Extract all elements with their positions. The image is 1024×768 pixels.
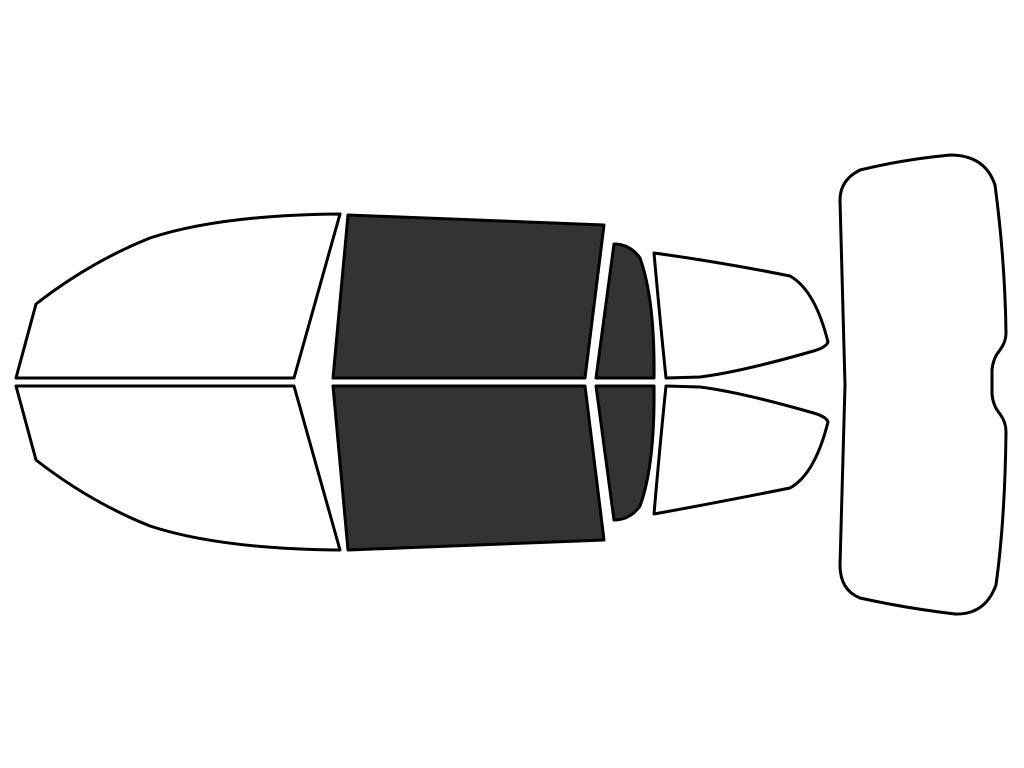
rear-quarter-window-left[interactable] bbox=[652, 251, 830, 380]
front-windshield-left-half[interactable] bbox=[14, 212, 342, 380]
rear-door-window-right[interactable] bbox=[594, 384, 656, 522]
rear-quarter-window-right[interactable] bbox=[652, 384, 830, 516]
rear-window[interactable] bbox=[838, 153, 1008, 616]
front-door-window-left[interactable] bbox=[331, 213, 606, 380]
front-door-window-right[interactable] bbox=[331, 384, 606, 552]
front-windshield-right-half[interactable] bbox=[14, 384, 342, 552]
rear-door-window-left[interactable] bbox=[594, 242, 656, 380]
